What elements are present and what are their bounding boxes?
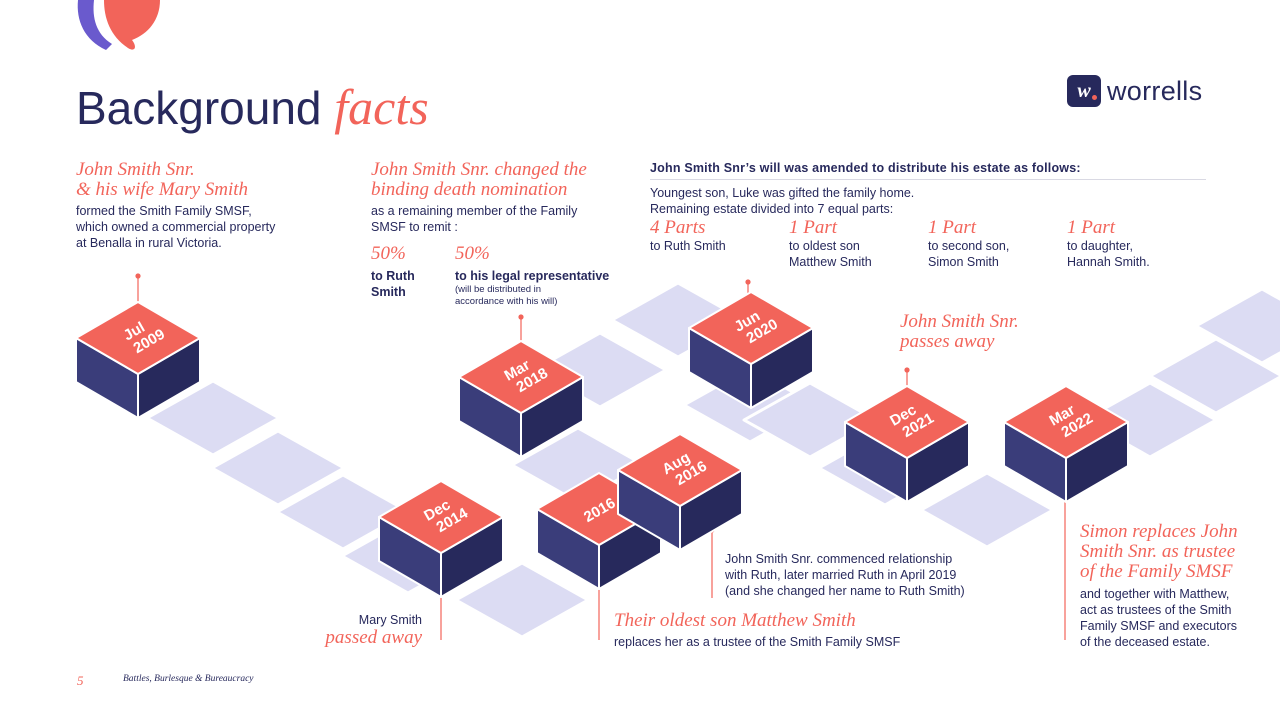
split-legal-line1: to his legal representative: [455, 269, 610, 283]
connector-dot: [745, 279, 751, 285]
split-ruth-percent: 50%: [371, 243, 406, 264]
timeline-path-tile: [1148, 337, 1280, 415]
event-passes: John Smith Snr. passes away: [900, 312, 1080, 352]
will-part-line2: Hannah Smith.: [1067, 255, 1150, 269]
event-formed-line3: at Benalla in rural Victoria.: [76, 236, 222, 250]
event-formed-heading2: & his wife Mary Smith: [76, 179, 249, 200]
timeline-path-tile: [1194, 287, 1280, 365]
event-formed-heading1: John Smith Snr.: [76, 159, 195, 180]
event-simon-line4: of the deceased estate.: [1080, 635, 1210, 649]
split-ruth-line1: to Ruth: [371, 269, 415, 283]
will-part-hannah: 1 Part to daughter, Hannah Smith.: [1067, 218, 1197, 270]
block-top-face: [458, 340, 584, 414]
split-legal-percent: 50%: [455, 243, 490, 264]
connector-dot: [518, 314, 524, 320]
split-legal-note2: accordance with his will): [455, 296, 558, 307]
event-simon-heading3: of the Family SMSF: [1080, 561, 1233, 582]
event-formed-line2: which owned a commercial property: [76, 220, 276, 234]
page-title-main: Background: [76, 82, 322, 134]
page-number: 5: [77, 673, 84, 688]
will-part-line2: Simon Smith: [928, 255, 999, 269]
page-title: Background facts: [76, 78, 429, 136]
timeline-path-tile: [742, 381, 878, 459]
block-top-face: [75, 301, 201, 375]
event-passes-line2: passes away: [900, 331, 995, 352]
will-part-amount: 4 Parts: [650, 217, 706, 238]
will-part-amount: 1 Part: [1067, 217, 1116, 238]
will-line1: Youngest son, Luke was gifted the family…: [650, 186, 915, 200]
event-nomination: John Smith Snr. changed the binding deat…: [371, 160, 631, 235]
page-title-accent: facts: [334, 79, 429, 135]
event-simon-heading1: Simon replaces John: [1080, 521, 1238, 542]
block-top-face: [1003, 385, 1129, 459]
will-part-amount: 1 Part: [928, 217, 977, 238]
event-formed: John Smith Snr. & his wife Mary Smith fo…: [76, 160, 316, 251]
will-part-line1: to daughter,: [1067, 239, 1134, 253]
event-simon: Simon replaces John Smith Snr. as truste…: [1080, 522, 1270, 650]
event-ruth: John Smith Snr. commenced relationship w…: [725, 551, 1015, 599]
timeline-path-tile: [145, 379, 281, 457]
connector-dot: [904, 367, 910, 373]
brand-name: worrells: [1107, 75, 1203, 106]
timeline-path-tile: [210, 429, 346, 507]
split-ruth-line2: Smith: [371, 285, 406, 299]
event-simon-line3: Family SMSF and executors: [1080, 619, 1237, 633]
brand-logo: w worrells: [1067, 75, 1202, 107]
will-line2: Remaining estate divided into 7 equal pa…: [650, 202, 894, 216]
event-formed-line1: formed the Smith Family SMSF,: [76, 204, 252, 218]
event-simon-heading2: Smith Snr. as trustee: [1080, 541, 1236, 562]
event-ruth-line3: (and she changed her name to Ruth Smith): [725, 584, 965, 598]
will-part-line1: to Ruth Smith: [650, 239, 726, 253]
split-legal-note1: (will be distributed in: [455, 284, 542, 295]
block-top-face: [617, 433, 743, 507]
will-part-matthew: 1 Part to oldest son Matthew Smith: [789, 218, 919, 270]
block-top-face: [844, 385, 970, 459]
event-ruth-line1: John Smith Snr. commenced relationship: [725, 552, 953, 566]
event-nomination-line2: SMSF to remit :: [371, 220, 458, 234]
event-mary: Mary Smith passed away: [300, 612, 422, 648]
event-passes-line1: John Smith Snr.: [900, 311, 1019, 332]
event-mary-line1: Mary Smith: [358, 613, 422, 627]
connector-dot: [135, 273, 141, 279]
event-simon-line1: and together with Matthew,: [1080, 587, 1230, 601]
will-part-line2: Matthew Smith: [789, 255, 872, 269]
event-matthew-line: replaces her as a trustee of the Smith F…: [614, 635, 901, 649]
event-matthew-heading: Their oldest son Matthew Smith: [614, 610, 856, 631]
will-heading: John Smith Snr’s will was amended to dis…: [650, 161, 1206, 180]
will-part-ruth: 4 Parts to Ruth Smith: [650, 218, 780, 254]
event-nomination-heading2: binding death nomination: [371, 179, 568, 200]
decor-quote-icon: [77, 0, 160, 50]
timeline-path-tile: [275, 473, 411, 551]
will-part-simon: 1 Part to second son, Simon Smith: [928, 218, 1058, 270]
timeline-path-tile: [454, 561, 590, 639]
event-nomination-heading1: John Smith Snr. changed the: [371, 159, 587, 180]
event-mary-line2: passed away: [325, 627, 422, 648]
event-nomination-line1: as a remaining member of the Family: [371, 204, 578, 218]
footer-title: Battles, Burlesque & Bureaucracy: [123, 674, 254, 684]
worrells-logo-icon: w: [1067, 75, 1101, 107]
event-ruth-line2: with Ruth, later married Ruth in April 2…: [725, 568, 957, 582]
timeline-path-tile: [919, 471, 1055, 549]
block-top-face: [688, 291, 814, 365]
event-simon-line2: act as trustees of the Smith: [1080, 603, 1232, 617]
will-part-line1: to oldest son: [789, 239, 860, 253]
block-top-face: [378, 480, 504, 554]
nomination-split-legal: 50% to his legal representative (will be…: [455, 244, 645, 308]
will-part-amount: 1 Part: [789, 217, 838, 238]
event-matthew: Their oldest son Matthew Smith replaces …: [614, 611, 974, 650]
will-part-line1: to second son,: [928, 239, 1010, 253]
nomination-split-ruth: 50% to Ruth Smith: [371, 244, 451, 300]
